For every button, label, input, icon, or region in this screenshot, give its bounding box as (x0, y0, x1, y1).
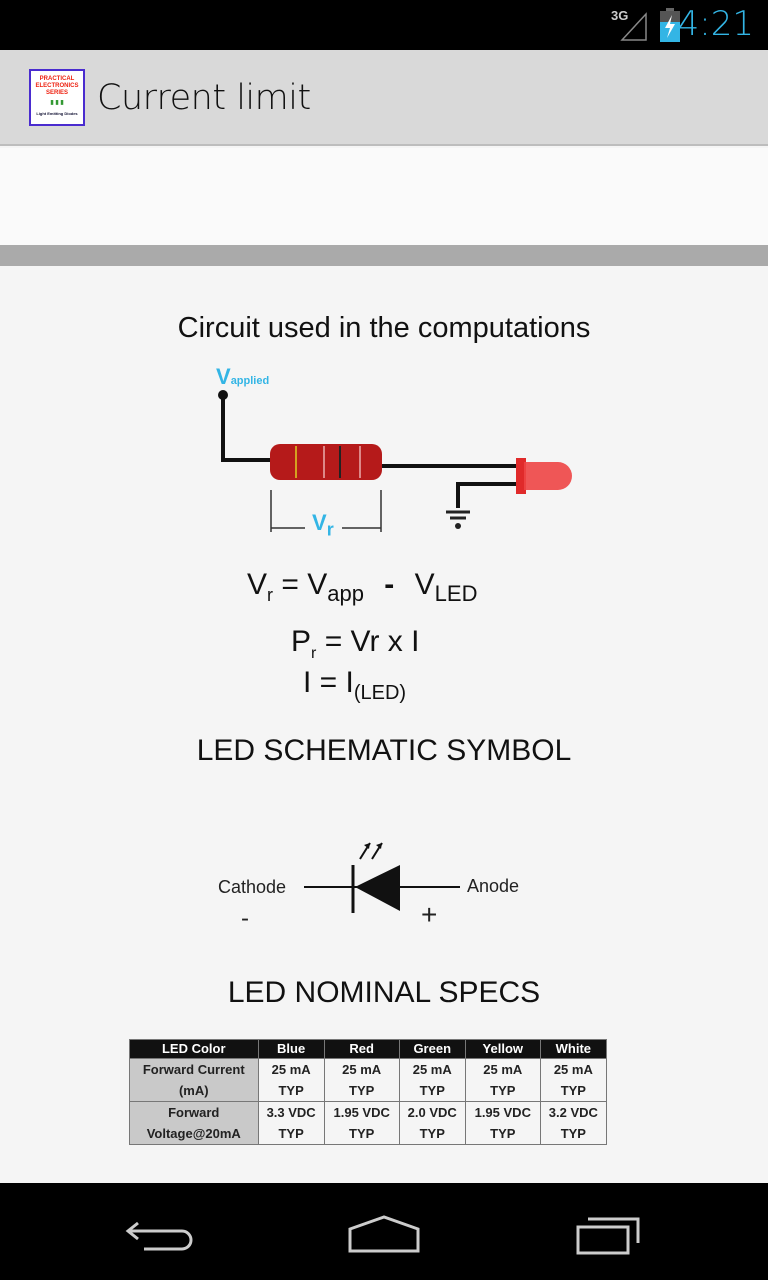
vr-label: V (312, 510, 327, 535)
v-applied-label: V (216, 364, 231, 389)
led-specs-table: LED Color Blue Red Green Yellow White Fo… (129, 1039, 608, 1145)
circuit-diagram (218, 390, 572, 532)
app-icon[interactable]: PRACTICAL ELECTRONICS SERIES ▮ ▮ ▮ Light… (29, 69, 85, 126)
status-bar: 3G 4:21 (0, 0, 768, 50)
row-header: Forward Current(mA) (129, 1058, 259, 1102)
battery-charging-icon (660, 8, 680, 42)
led-icon (516, 458, 572, 494)
equation-pr: Pr = Vr x I (291, 625, 420, 662)
resistor-icon (270, 444, 382, 480)
v-applied-sub: applied (230, 375, 270, 387)
vr-sub: r (326, 519, 334, 540)
table-header-row: LED Color Blue Red Green Yellow White (129, 1039, 608, 1059)
navigation-bar (0, 1183, 768, 1280)
recent-apps-icon[interactable] (574, 1213, 644, 1255)
icon-text: SERIES (45, 90, 68, 96)
page-title: Current limit (97, 78, 311, 118)
anode-label: Anode (467, 876, 520, 896)
divider-bar (0, 245, 768, 266)
equation-vr: Vr = Vapp - VLED (247, 568, 478, 606)
action-bar: PRACTICAL ELECTRONICS SERIES ▮ ▮ ▮ Light… (0, 50, 768, 146)
ground-icon (446, 510, 470, 529)
schematic-heading: LED SCHEMATIC SYMBOL (196, 734, 572, 767)
signal-icon (620, 12, 647, 41)
column-header: Blue (257, 1039, 325, 1059)
ad-space (0, 148, 768, 245)
icon-text: Light Emitting Diodes (36, 111, 78, 116)
column-header: White (539, 1039, 608, 1059)
icon-text: PRACTICAL (39, 76, 75, 82)
cathode-sign: - (241, 905, 249, 932)
column-header: Green (398, 1039, 466, 1059)
network-type: 3G (611, 8, 629, 23)
circuit-heading: Circuit used in the computations (177, 312, 591, 344)
cathode-label: Cathode (218, 877, 287, 897)
column-header: Red (323, 1039, 400, 1059)
column-header: LED Color (129, 1039, 259, 1059)
clock: 4:21 (677, 4, 754, 44)
equation-i: I = I(LED) (303, 666, 407, 704)
home-icon[interactable] (346, 1213, 422, 1253)
led-schematic-symbol (304, 842, 460, 913)
back-icon[interactable] (124, 1215, 196, 1251)
column-header: Yellow (464, 1039, 541, 1059)
icon-text: ELECTRONICS (35, 83, 79, 89)
anode-sign: + (421, 899, 438, 930)
specs-heading: LED NOMINAL SPECS (227, 976, 541, 1009)
